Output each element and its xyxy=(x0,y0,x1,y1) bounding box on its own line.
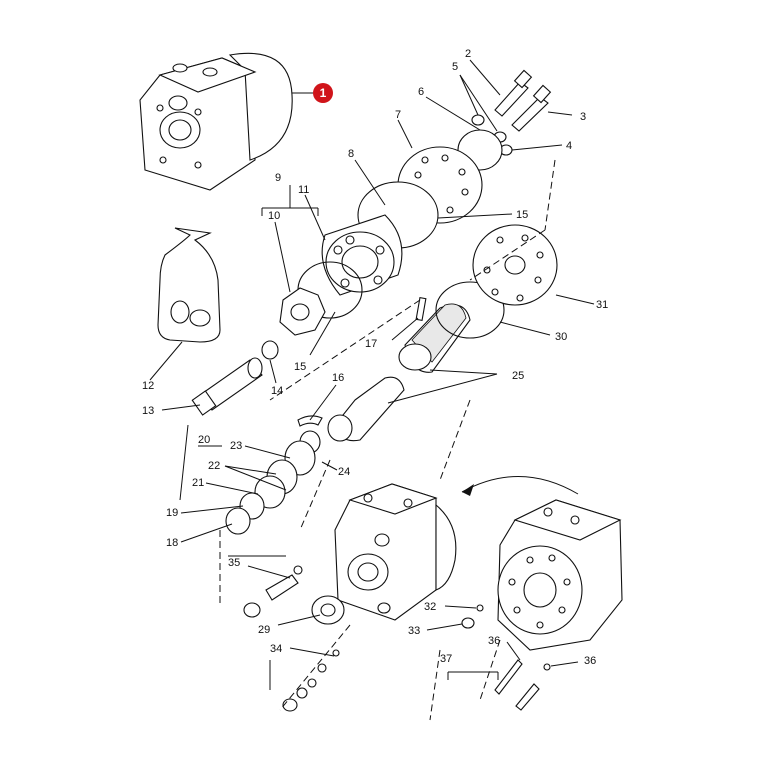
label-9: 9 xyxy=(275,172,281,184)
label-33: 33 xyxy=(408,625,420,637)
label-30: 30 xyxy=(555,331,567,343)
housing-rotated-view xyxy=(497,499,623,651)
label-13: 13 xyxy=(142,405,154,417)
label-12: 12 xyxy=(142,380,154,392)
label-36-right: 36 xyxy=(584,655,596,667)
label-29: 29 xyxy=(258,624,270,636)
alignment-dashes xyxy=(219,159,556,721)
label-16: 16 xyxy=(332,372,344,384)
parts-bag xyxy=(157,227,221,343)
label-6: 6 xyxy=(418,86,424,98)
bolts-and-washers xyxy=(471,69,552,156)
label-25: 25 xyxy=(512,370,524,382)
label-31: 31 xyxy=(596,299,608,311)
drive-shaft xyxy=(191,340,279,416)
assembled-steering-unit xyxy=(139,52,293,191)
label-2: 2 xyxy=(465,48,471,60)
label-23: 23 xyxy=(230,440,242,452)
part-1-highlight-badge: 1 xyxy=(313,83,333,103)
label-4: 4 xyxy=(566,140,572,152)
valve-housing xyxy=(334,483,457,621)
label-24: 24 xyxy=(338,466,350,478)
label-32: 32 xyxy=(424,601,436,613)
label-36-left: 36 xyxy=(488,635,500,647)
label-14: 14 xyxy=(271,385,283,397)
label-21: 21 xyxy=(192,477,204,489)
relief-valve-parts xyxy=(243,565,551,712)
highlight-circle xyxy=(313,83,333,103)
label-17: 17 xyxy=(365,338,377,350)
spool-and-sleeve xyxy=(327,224,558,442)
label-15-bottom: 15 xyxy=(294,361,306,373)
label-35: 35 xyxy=(228,557,240,569)
gerotor-set xyxy=(279,181,439,336)
label-15-top: 15 xyxy=(516,209,528,221)
label-8: 8 xyxy=(348,148,354,160)
label-7: 7 xyxy=(395,109,401,121)
label-20: 20 xyxy=(198,434,210,446)
label-10: 10 xyxy=(268,210,280,222)
label-22: 22 xyxy=(208,460,220,472)
highlight-number: 1 xyxy=(320,86,327,100)
label-3: 3 xyxy=(580,111,586,123)
label-5: 5 xyxy=(452,61,458,73)
part-number-labels: 2 3 4 5 6 7 8 9 10 11 12 13 14 15 15 16 … xyxy=(142,48,608,667)
label-18: 18 xyxy=(166,537,178,549)
label-37: 37 xyxy=(440,653,452,665)
label-19: 19 xyxy=(166,507,178,519)
label-11: 11 xyxy=(298,184,309,196)
label-34: 34 xyxy=(270,643,282,655)
bearing-stack xyxy=(225,415,323,535)
